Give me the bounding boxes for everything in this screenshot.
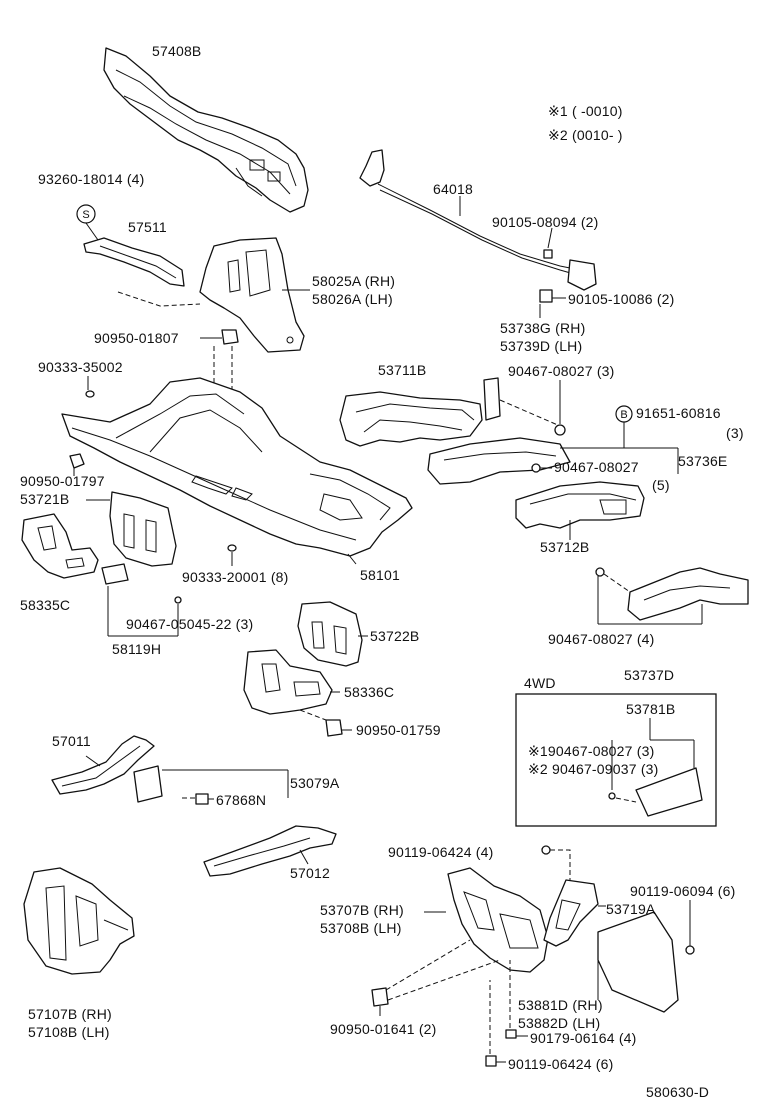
- part-53711B-shape: [339, 391, 483, 447]
- part-57408B-shape: [103, 47, 309, 213]
- part-58335C-shape: [21, 513, 99, 579]
- part-90950-01797-shape: [69, 453, 85, 476]
- part-53737D-shape: [595, 567, 749, 625]
- label-64018: 64018: [433, 181, 473, 197]
- label-53737D: 53737D: [624, 667, 674, 683]
- label-57108B: 57108B (LH): [28, 1024, 110, 1040]
- fourwd-title: 4WD: [524, 675, 556, 691]
- part-90467-08027-3-shape: [483, 377, 566, 436]
- label-53882D: 53882D (LH): [518, 1015, 600, 1031]
- label-90333-35002: 90333-35002: [38, 359, 123, 375]
- part-90333-35002-shape: [85, 376, 95, 398]
- b-symbol-text: B: [620, 409, 627, 421]
- label-58335C: 58335C: [20, 597, 70, 613]
- part-64018-shape: [359, 149, 597, 318]
- part-53712B-shape: [515, 481, 645, 540]
- part-57012-shape: [203, 825, 337, 877]
- part-53719A-shape: [541, 845, 606, 947]
- label-58336C: 58336C: [344, 684, 394, 700]
- label-90119-06424-6: 90119-06424 (6): [508, 1056, 613, 1072]
- label-53719A: 53719A: [606, 901, 656, 917]
- label-90179-06164: 90179-06164 (4): [530, 1030, 637, 1046]
- part-53079A-shape: [133, 765, 289, 805]
- label-67868N: 67868N: [216, 792, 266, 808]
- part-53722B-shape: [297, 601, 368, 667]
- label-53712B: 53712B: [540, 539, 589, 555]
- part-58025A-shape: [199, 237, 310, 353]
- label-90950-01641: 90950-01641 (2): [330, 1021, 437, 1037]
- label-90950-01797: 90950-01797: [20, 473, 105, 489]
- label-57012: 57012: [290, 865, 330, 881]
- label-53722B: 53722B: [370, 628, 419, 644]
- label-53708B: 53708B (LH): [320, 920, 402, 936]
- part-58101-shape: [61, 377, 413, 565]
- part-57107B-shape: [23, 867, 135, 975]
- label-53739D: 53739D (LH): [500, 338, 582, 354]
- label-53721B: 53721B: [20, 491, 69, 507]
- part-57011-shape: [51, 735, 155, 795]
- label-90119-06094: 90119-06094 (6): [630, 883, 735, 899]
- part-90950-01759-shape: [299, 709, 352, 737]
- label-90467-08027-4: 90467-08027 (4): [548, 631, 655, 647]
- b-symbol-icon: [615, 405, 633, 423]
- part-53881D-shape: [597, 900, 695, 1013]
- label-93260-18014: 93260-18014 (4): [38, 171, 145, 187]
- label-90467-08027-5: 90467-08027: [554, 459, 639, 475]
- label-58026A: 58026A (LH): [312, 291, 393, 307]
- fourwd-line-2: ※2 90467-09037 (3): [528, 761, 659, 777]
- part-58336C-shape: [243, 649, 340, 715]
- part-57511-shape: S: [76, 204, 201, 307]
- part-90333-20001-shape: [227, 544, 237, 566]
- labels-layer: 57408B ※1 ( -0010) ※2 (0010- ) 93260-180…: [20, 43, 744, 1100]
- label-57511: 57511: [128, 219, 167, 235]
- label-58119H: 58119H: [112, 641, 161, 657]
- label-90119-06424-4: 90119-06424 (4): [388, 844, 493, 860]
- note-2: ※2 (0010- ): [548, 127, 623, 143]
- label-53707B: 53707B (RH): [320, 902, 404, 918]
- fourwd-frame: [515, 693, 717, 827]
- part-53721B-shape: [86, 491, 177, 567]
- label-90105-10086: 90105-10086 (2): [568, 291, 675, 307]
- label-90333-20001: 90333-20001 (8): [182, 569, 289, 585]
- label-58101: 58101: [360, 567, 400, 583]
- label-53711B: 53711B: [378, 362, 426, 378]
- b-symbol-group: B: [615, 405, 633, 423]
- label-53079A: 53079A: [290, 775, 340, 791]
- s-symbol-text: S: [82, 209, 89, 221]
- label-53738G: 53738G (RH): [500, 320, 585, 336]
- label-53781B: 53781B: [626, 701, 675, 717]
- label-57107B: 57107B (RH): [28, 1006, 112, 1022]
- label-91651-qty: (3): [726, 425, 744, 441]
- part-90950-01641-shape: [371, 939, 501, 1016]
- label-90105-08094: 90105-08094 (2): [492, 214, 599, 230]
- part-53736E-shape: [427, 420, 679, 485]
- bolt-group-lower: [485, 960, 528, 1067]
- label-58025A: 58025A (RH): [312, 273, 395, 289]
- label-53881D: 53881D (RH): [518, 997, 603, 1013]
- part-53707B-shape: [424, 867, 549, 973]
- diagram-id: 580630-D: [646, 1084, 709, 1100]
- label-90467-08027-3: 90467-08027 (3): [508, 363, 615, 379]
- fourwd-line-1: ※190467-08027 (3): [528, 743, 654, 759]
- label-53736E: 53736E: [678, 453, 727, 469]
- label-qty-5: (5): [652, 477, 670, 493]
- label-57408B: 57408B: [152, 43, 201, 59]
- fourwd-box: [515, 693, 717, 827]
- label-91651-60816: 91651-60816: [636, 405, 721, 421]
- part-58119H-shape: [101, 563, 182, 637]
- note-1: ※1 ( -0010): [548, 103, 623, 119]
- label-90950-01759: 90950-01759: [356, 722, 441, 738]
- label-57011: 57011: [52, 733, 91, 749]
- label-90467-05045-22: 90467-05045-22 (3): [126, 616, 253, 632]
- label-90950-01807: 90950-01807: [94, 330, 179, 346]
